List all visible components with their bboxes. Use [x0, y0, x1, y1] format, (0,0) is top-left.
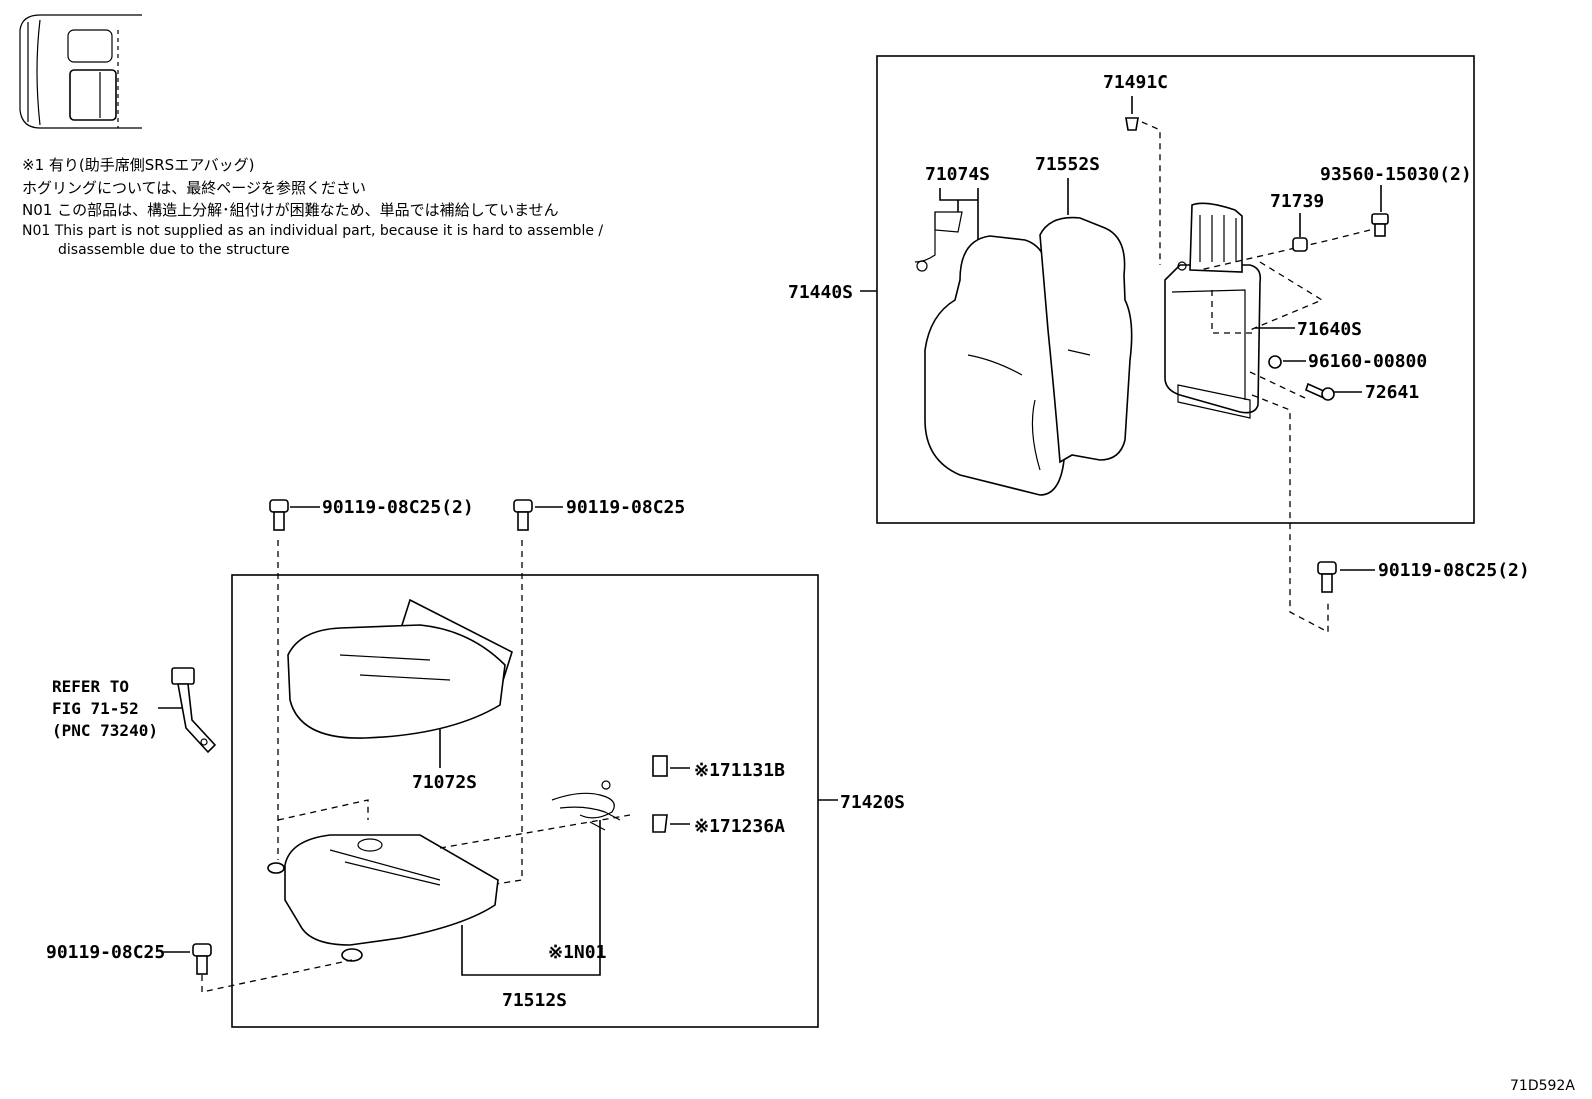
seat-cushion-frame: [267, 799, 499, 962]
label-90119-08C25-2a: 90119-08C25(2): [322, 497, 474, 518]
bolt-90119-top-left: [269, 499, 289, 531]
note-line-2: ホグリングについては、最終ページを参照ください: [22, 178, 366, 197]
label-90119-08C25-a: 90119-08C25: [566, 497, 685, 518]
bolt-90119-right: [1317, 561, 1337, 593]
seatback-frame: [1164, 202, 1262, 419]
wire-harness: [551, 780, 621, 831]
label-71440S: 71440S: [788, 282, 853, 303]
cover-clip: [914, 211, 963, 272]
label-96160: 96160-00800: [1308, 351, 1427, 372]
label-93560: 93560-15030(2): [1320, 164, 1472, 185]
bolt-90119-bottom-left: [192, 943, 212, 975]
label-90119-08C25-2b: 90119-08C25(2): [1378, 560, 1530, 581]
label-N01: ※1N01: [548, 942, 606, 963]
seatback-assembly-box: [876, 55, 1475, 524]
label-71512S: 71512S: [502, 990, 567, 1011]
vehicle-locator-icon: [19, 14, 142, 129]
seat-belt-buckle: [171, 667, 217, 754]
refer-line-3: (PNC 73240): [52, 721, 158, 740]
note-line-5: disassemble due to the structure: [58, 242, 290, 259]
part-71236A: [652, 814, 668, 833]
label-90119-08C25-b: 90119-08C25: [46, 942, 165, 963]
pin-72641: [1305, 382, 1335, 401]
label-71420S: 71420S: [840, 792, 905, 813]
bolt-90119-top-right: [513, 499, 533, 531]
note-line-3: N01 この部品は、構造上分解･組付けが困難なため、単品では補給していません: [22, 201, 559, 219]
note-line-4: N01 This part is not supplied as an indi…: [22, 222, 604, 239]
seatback-pad: [1039, 216, 1133, 464]
label-71236A: ※171236A: [694, 816, 785, 837]
nut-71739: [1292, 237, 1308, 252]
washer-96160: [1268, 355, 1282, 369]
label-72641: 72641: [1365, 382, 1419, 403]
label-71072S: 71072S: [412, 772, 477, 793]
cushion-assembly-box: [231, 574, 819, 1028]
label-71491C: 71491C: [1103, 72, 1168, 93]
label-71074S: 71074S: [925, 164, 990, 185]
figure-code: 71D592A: [1510, 1078, 1575, 1094]
label-71640S: 71640S: [1297, 319, 1362, 340]
clip-71491C: [1125, 117, 1139, 131]
refer-line-2: FIG 71-52: [52, 699, 139, 718]
note-line-1: ※1 有り(助手席側SRSエアバッグ): [22, 156, 255, 174]
label-71552S: 71552S: [1035, 154, 1100, 175]
refer-line-1: REFER TO: [52, 677, 129, 696]
label-71131B: ※171131B: [694, 760, 785, 781]
label-71739: 71739: [1270, 191, 1324, 212]
bolt-93560: [1371, 213, 1389, 237]
sensor-71131B: [652, 755, 668, 777]
seat-cushion-pad: [287, 598, 513, 739]
notes-block: ※1 有り(助手席側SRSエアバッグ) ホグリングについては、最終ページを参照く…: [22, 154, 603, 261]
